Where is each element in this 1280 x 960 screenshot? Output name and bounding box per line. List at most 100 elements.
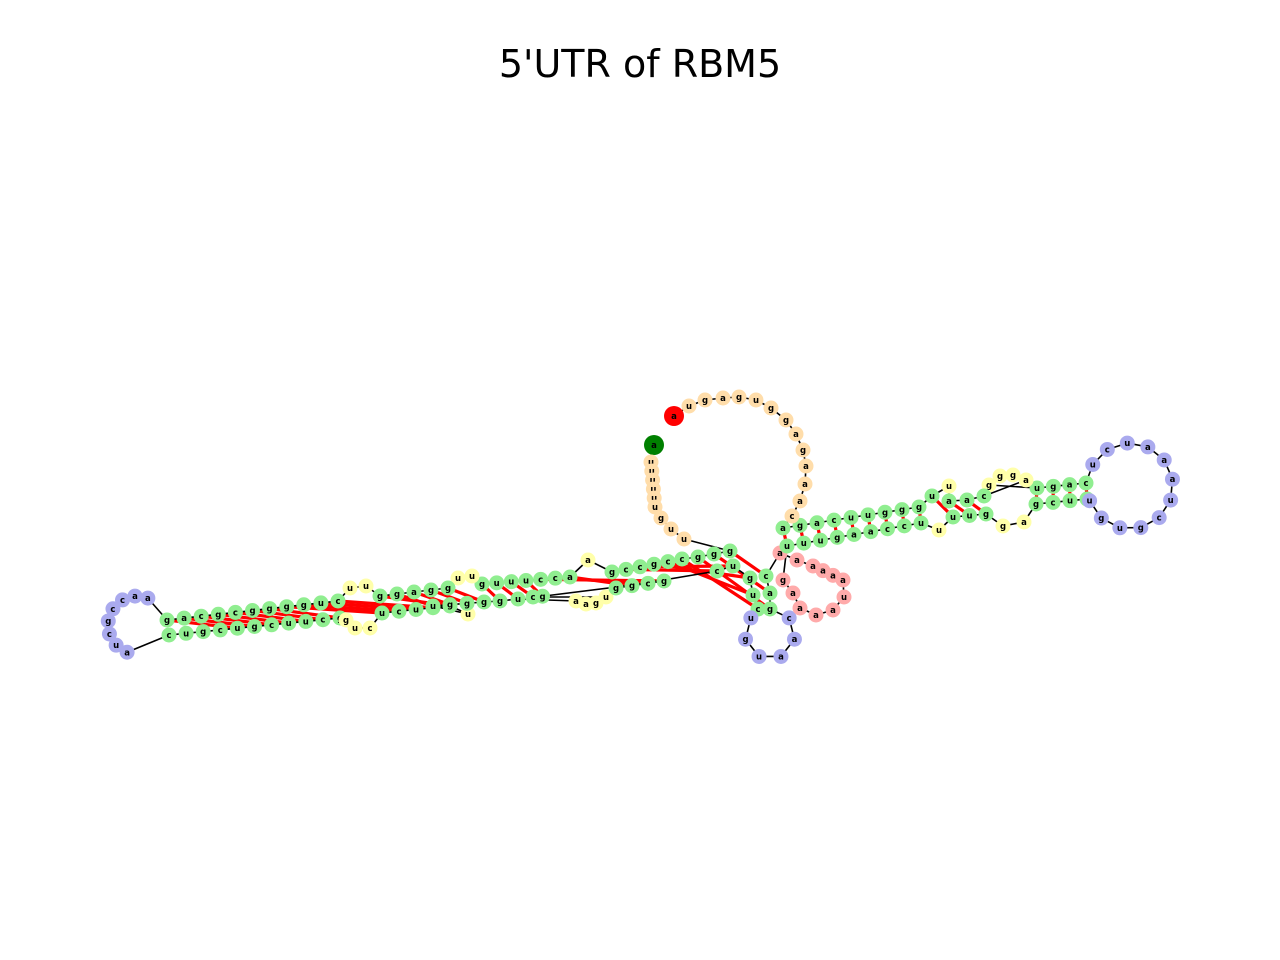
nucleotide: g (762, 601, 778, 617)
nucleotide: u (836, 589, 852, 605)
nucleotide-circle (676, 531, 692, 547)
nucleotide-circle (298, 613, 314, 629)
nucleotide-circle (758, 568, 774, 584)
nucleotide: u (941, 478, 957, 494)
nucleotide-label: a (1170, 475, 1176, 485)
nucleotide-label: u (352, 624, 358, 634)
nucleotide-circle (1082, 493, 1098, 509)
nucleotide-label: u (650, 485, 656, 495)
nucleotide-circle (391, 603, 407, 619)
nucleotide-circle (464, 568, 480, 584)
nucleotide-label: u (303, 617, 309, 627)
nucleotide-circle (709, 563, 725, 579)
nucleotide-label: g (200, 628, 206, 638)
nucleotide: a (788, 426, 804, 442)
nucleotide-label: c (1083, 479, 1088, 489)
nucleotide-circle (706, 546, 722, 562)
nucleotide: g (372, 588, 388, 604)
nucleotide-circle (962, 508, 977, 523)
nucleotide-label: a (720, 394, 726, 404)
nucleotide-circle (358, 578, 374, 594)
nucleotide: a (792, 600, 808, 616)
nucleotide-label: g (983, 510, 989, 520)
nucleotide: a (762, 585, 778, 601)
nucleotide: g (894, 502, 910, 518)
nucleotide-circle (941, 478, 957, 494)
nucleotide-label: g (658, 514, 664, 524)
nucleotide-label: a (964, 496, 970, 506)
nucleotide-circle (1005, 467, 1021, 483)
nucleotide-label: g (249, 607, 255, 617)
nucleotide: u (1029, 480, 1045, 496)
nucleotide-circle (618, 561, 634, 577)
nucleotide-circle (808, 607, 824, 623)
nucleotide-label: u (494, 579, 500, 589)
nucleotide: c (212, 622, 228, 638)
nucleotide-circle (992, 468, 1008, 484)
nucleotide: g (210, 606, 226, 622)
nucleotide: g (245, 603, 260, 618)
nucleotide: a (863, 524, 879, 540)
nucleotide: c (758, 568, 774, 584)
nucleotide-label: a (767, 589, 773, 599)
nucleotide-label: u (750, 591, 756, 601)
nucleotide-label: g (301, 601, 307, 611)
nucleotide-label: c (120, 596, 125, 606)
nucleotide: g (656, 573, 672, 589)
nucleotide-label: c (787, 614, 792, 624)
nucleotide-circle (738, 631, 754, 647)
nucleotide-circle (1163, 492, 1179, 508)
nucleotide-circle (880, 521, 895, 537)
nucleotide: u (489, 575, 505, 591)
nucleotide: a (792, 493, 808, 509)
nucleotide: g (279, 599, 295, 615)
nucleotide-circle (1078, 475, 1094, 491)
nucleotide-circle (632, 559, 648, 575)
nucleotide-circle (813, 532, 828, 548)
nucleotide-label: u (183, 629, 189, 639)
nucleotide: a (786, 631, 802, 647)
nucleotide-circle (442, 597, 458, 613)
nucleotide-label: g (899, 506, 905, 516)
nucleotide: u (1112, 520, 1128, 536)
backbone-segment (126, 634, 170, 653)
nucleotide-circle (690, 549, 706, 565)
nucleotide-circle (809, 515, 825, 531)
nucleotide-label: u (817, 536, 823, 546)
nucleotide: u (510, 591, 526, 607)
nucleotide-circle (797, 476, 813, 492)
nucleotide-label: c (645, 579, 650, 589)
nucleotide-label: g (1000, 522, 1006, 532)
nucleotide-circle (786, 631, 802, 647)
nucleotide-label: g (695, 553, 701, 563)
nucleotide-label: a (813, 611, 819, 621)
nucleotide-label: g (711, 550, 717, 560)
nucleotide: u (503, 574, 519, 590)
nucleotide-label: c (714, 567, 719, 577)
nucleotide: a (808, 607, 824, 623)
nucleotide-circle (315, 612, 331, 628)
nucleotide: g (778, 412, 794, 428)
nucleotide-circle (374, 605, 390, 621)
nucleotide: c (1099, 441, 1115, 457)
nucleotide-label: a (780, 524, 786, 534)
nucleotide: g (195, 624, 211, 640)
nucleotide: u (229, 620, 245, 636)
diagram-title: 5'UTR of RBM5 (498, 42, 782, 86)
nucleotide: c (674, 551, 690, 567)
nucleotide: g (262, 601, 278, 617)
nucleotide-circle (697, 392, 713, 408)
nucleotide-label: u (1117, 524, 1123, 534)
nucleotide-circle (101, 626, 117, 642)
nucleotide: a (406, 584, 422, 600)
nucleotide: c (781, 610, 797, 626)
nucleotide: g (978, 506, 994, 522)
nucleotide-label: g (164, 616, 170, 626)
nucleotide-label: a (1021, 518, 1027, 528)
nucleotide-circle (1062, 477, 1078, 493)
nucleotide-label: u (379, 609, 385, 619)
nucleotide: c (660, 554, 676, 570)
nucleotide-circle (762, 585, 778, 601)
nucleotide: g (442, 597, 458, 613)
